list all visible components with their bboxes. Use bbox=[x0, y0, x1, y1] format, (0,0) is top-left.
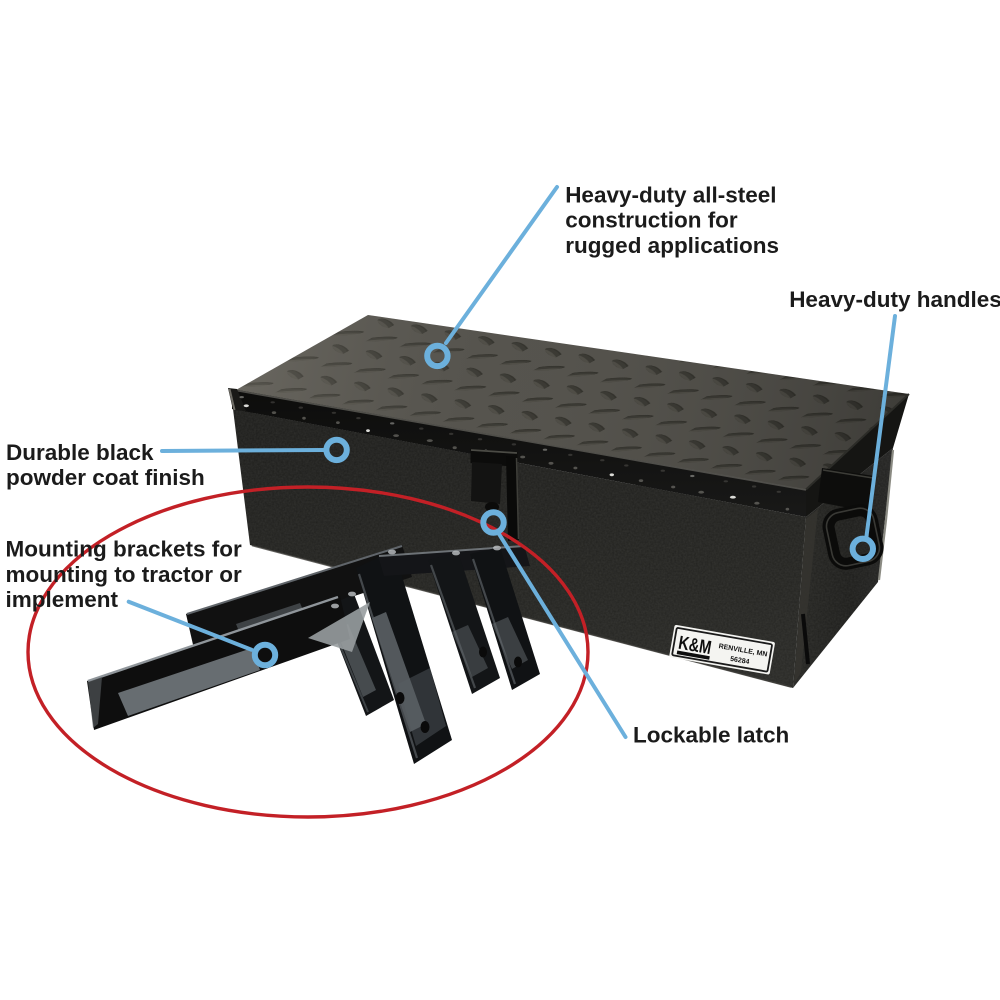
svg-text:construction for: construction for bbox=[565, 208, 738, 233]
svg-text:powder coat finish: powder coat finish bbox=[6, 465, 205, 490]
svg-text:Mounting brackets for: Mounting brackets for bbox=[6, 537, 243, 562]
svg-text:Heavy-duty all-steel: Heavy-duty all-steel bbox=[565, 183, 776, 208]
svg-text:56284: 56284 bbox=[729, 656, 749, 666]
svg-text:Lockable latch: Lockable latch bbox=[633, 723, 789, 748]
svg-text:implement: implement bbox=[6, 587, 119, 612]
svg-text:Heavy-duty handles: Heavy-duty handles bbox=[789, 287, 1000, 312]
svg-text:Durable black: Durable black bbox=[6, 440, 154, 465]
svg-text:rugged applications: rugged applications bbox=[565, 233, 779, 258]
svg-text:mounting to tractor or: mounting to tractor or bbox=[6, 562, 242, 587]
